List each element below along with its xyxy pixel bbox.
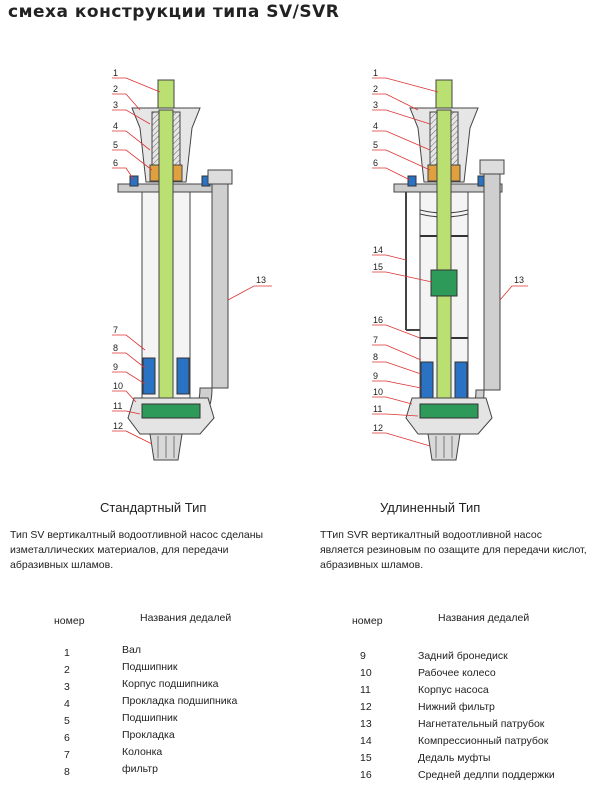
- right-label-11: 11: [373, 404, 382, 414]
- table-left-col-name: Названия дедалей: [140, 612, 232, 624]
- left-label-5: 5: [113, 140, 118, 150]
- desc-right-line: является резиновым по озащите для переда…: [320, 544, 587, 556]
- table-row-num: 11: [360, 684, 371, 696]
- description-extended: ТТип SVR вертикалтный водоотливной насос…: [320, 528, 595, 573]
- extended-pump-drawing: [372, 77, 528, 461]
- table-row-name: Корпус насоса: [418, 684, 489, 696]
- right-label-4: 4: [373, 121, 378, 131]
- right-label-15: 15: [373, 262, 383, 272]
- table-row-num: 10: [360, 667, 372, 679]
- desc-left-line: абразивных шламов.: [10, 559, 114, 571]
- table-row-name: Нижний фильтр: [418, 701, 495, 713]
- left-label-1: 1: [113, 68, 118, 78]
- right-label-7: 7: [373, 335, 378, 345]
- table-row-name: Компрессионный патрубок: [418, 735, 549, 747]
- right-label-12: 12: [373, 423, 383, 433]
- table-row-num: 7: [64, 749, 70, 761]
- table-row-name: Корпус подшипника: [122, 678, 219, 690]
- table-row-num: 5: [64, 715, 70, 727]
- table-row-num: 2: [64, 664, 70, 676]
- right-label-14: 14: [373, 245, 383, 255]
- left-label-2: 2: [113, 84, 118, 94]
- desc-right-line: ТТип SVR вертикалтный водоотливной насос: [320, 529, 542, 541]
- left-label-12: 12: [113, 421, 123, 431]
- right-label-1: 1: [373, 68, 378, 78]
- table-row-name: Подшипник: [122, 661, 178, 673]
- description-standard: Тип SV вертикалтный водоотливной насос с…: [10, 528, 290, 573]
- desc-left-line: изметаллических материалов, для передачи: [10, 544, 229, 556]
- caption-extended: Удлиненный Тип: [380, 500, 481, 515]
- right-label-8: 8: [373, 352, 378, 362]
- desc-left-line: Тип SV вертикалтный водоотливной насос с…: [10, 529, 264, 541]
- table-row-num: 9: [360, 650, 366, 662]
- table-row-name: Рабочее колесо: [418, 667, 496, 679]
- table-row-name: Прокладка подшипника: [122, 695, 238, 707]
- table-left-col-number: номер: [54, 615, 85, 627]
- table-row-name: Колонка: [122, 746, 163, 758]
- table-row-num: 3: [64, 681, 70, 693]
- table-row-num: 8: [64, 766, 70, 778]
- left-label-3: 3: [113, 100, 118, 110]
- left-label-11: 11: [113, 401, 122, 411]
- table-row-num: 4: [64, 698, 70, 710]
- table-row-name: Средней дедлпи поддержки: [418, 769, 555, 781]
- right-label-13: 13: [514, 275, 524, 285]
- right-label-3: 3: [373, 100, 378, 110]
- desc-right-line: абразивных шламов.: [320, 559, 424, 571]
- table-row-num: 14: [360, 735, 372, 747]
- right-label-6: 6: [373, 158, 378, 168]
- table-row-name: Прокладка: [122, 729, 175, 741]
- page-title: смеха конструкции типа SV/SVR: [8, 2, 340, 22]
- right-label-9: 9: [373, 371, 378, 381]
- left-label-10: 10: [113, 381, 123, 391]
- table-row-name: Задний бронедиск: [418, 650, 508, 662]
- table-row-name: Дедаль муфты: [418, 752, 491, 764]
- pump-diagrams: 1 2 3 4 5 6 13 7 8 9 10 11 12: [112, 68, 528, 461]
- table-right-col-name: Названия дедалей: [438, 612, 530, 624]
- table-row-name: Нагнетательный патрубок: [418, 718, 545, 730]
- table-row-num: 1: [64, 647, 70, 659]
- table-row-num: 15: [360, 752, 372, 764]
- table-row-name: Вал: [122, 644, 141, 656]
- table-row-name: Подшипник: [122, 712, 178, 724]
- left-label-13: 13: [256, 275, 266, 285]
- table-row-num: 13: [360, 718, 372, 730]
- left-label-9: 9: [113, 362, 118, 372]
- standard-pump-drawing: [112, 77, 272, 461]
- table-row-num: 12: [360, 701, 372, 713]
- right-label-5: 5: [373, 140, 378, 150]
- table-row-num: 6: [64, 732, 70, 744]
- table-right-col-number: номер: [352, 615, 383, 627]
- caption-standard: Стандартный Тип: [100, 500, 207, 515]
- right-label-10: 10: [373, 387, 383, 397]
- right-label-2: 2: [373, 84, 378, 94]
- left-label-7: 7: [113, 325, 118, 335]
- table-row-num: 16: [360, 769, 372, 781]
- right-label-16: 16: [373, 315, 383, 325]
- left-label-6: 6: [113, 158, 118, 168]
- table-row-name: фильтр: [122, 763, 158, 775]
- left-label-8: 8: [113, 343, 118, 353]
- left-label-4: 4: [113, 121, 118, 131]
